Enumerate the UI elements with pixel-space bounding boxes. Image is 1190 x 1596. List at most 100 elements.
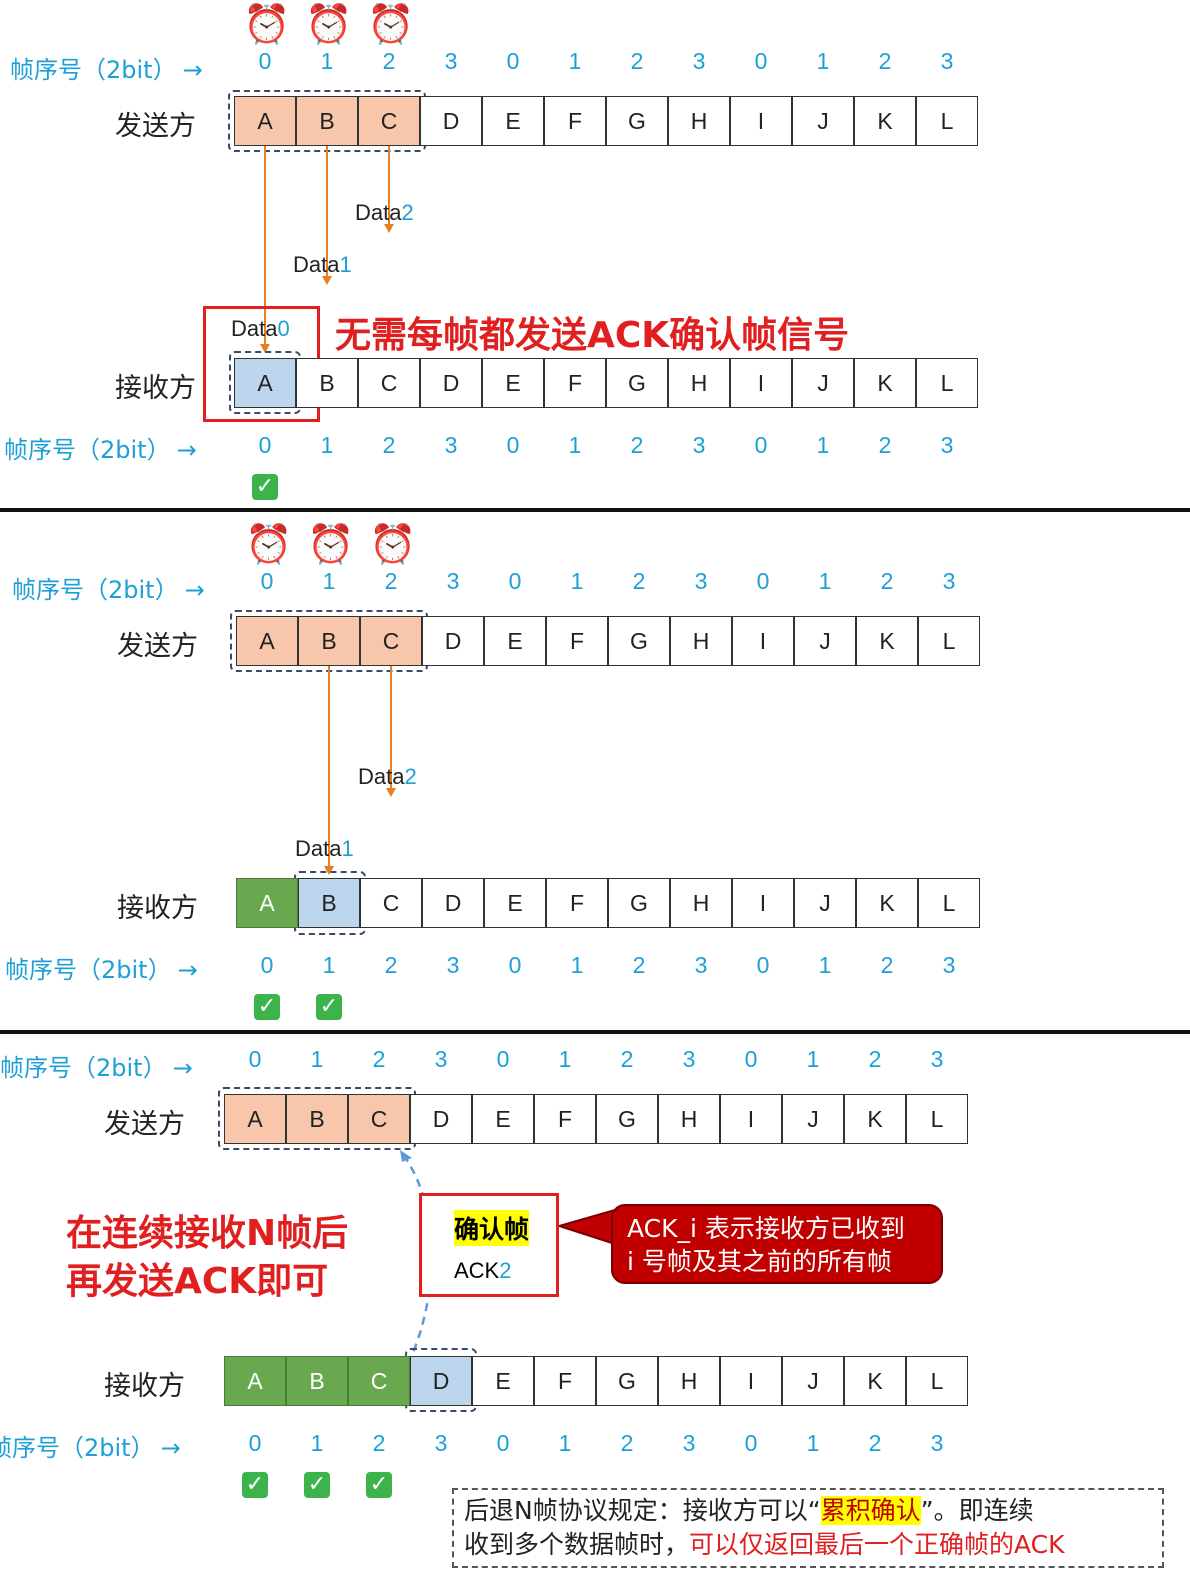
- panel3-title-line2: 再发送ACK即可: [66, 1261, 329, 1302]
- seq-number: 3: [694, 568, 708, 594]
- note-text: ”。即连续: [920, 1496, 1034, 1525]
- panel3-title-line1: 在连续接收N帧后: [66, 1213, 349, 1254]
- data2-arrowhead-icon: [386, 788, 396, 797]
- seq-number: 0: [258, 432, 272, 458]
- frame-cell: B: [296, 358, 358, 408]
- frame-cell: K: [856, 616, 918, 666]
- seq-label-text: 帧序号（2bit）: [5, 956, 172, 984]
- seq-number: 2: [632, 952, 646, 978]
- note-line2: 收到多个数据帧时，可以仅返回最后一个正确帧的ACK: [464, 1528, 1152, 1562]
- seq-number: 1: [568, 48, 582, 74]
- seq-number: 2: [372, 1430, 386, 1456]
- seq-number: 3: [446, 568, 460, 594]
- frame-cell: D: [422, 878, 484, 928]
- frame-cell: H: [658, 1094, 720, 1144]
- seq-number: 0: [506, 48, 520, 74]
- panel-2: ⏰ ⏰ ⏰ 帧序号（2bit）→ 发送方 Data2 Data1 接收方 帧序号…: [5, 522, 428, 1020]
- seq-label-text: 帧序号（2bit）: [4, 436, 171, 464]
- seq-number: 1: [818, 568, 832, 594]
- data-label-num: 1: [341, 836, 354, 861]
- frame-cell: E: [482, 96, 544, 146]
- frame-cell: G: [596, 1356, 658, 1406]
- frame-cell: E: [482, 358, 544, 408]
- seq-number: 2: [620, 1046, 634, 1072]
- seq-number: 2: [880, 568, 894, 594]
- callout-line2: i 号帧及其之前的所有帧: [627, 1247, 892, 1276]
- frame-cell: F: [544, 358, 606, 408]
- seq-number: 2: [878, 432, 892, 458]
- ack-frame-title: 确认帧: [454, 1210, 530, 1246]
- frame-cell: J: [782, 1094, 844, 1144]
- seq-number: 0: [756, 952, 770, 978]
- timer-clock-icon: ⏰: [245, 522, 293, 566]
- frame-cell: H: [668, 96, 730, 146]
- frame-cell: L: [916, 358, 978, 408]
- seq-number: 3: [940, 432, 954, 458]
- frame-cell: A: [224, 1356, 286, 1406]
- seq-number: 1: [806, 1430, 820, 1456]
- frame-cell: D: [420, 358, 482, 408]
- frame-cell: L: [918, 878, 980, 928]
- frame-cell: B: [298, 878, 360, 928]
- right-arrow-icon: →: [172, 1054, 193, 1082]
- right-arrow-icon: →: [184, 576, 205, 604]
- seq-number: 3: [444, 48, 458, 74]
- panel1-title: 无需每帧都发送ACK确认帧信号: [335, 315, 850, 356]
- frame-cell: A: [234, 96, 296, 146]
- data-label-text: Data: [231, 316, 278, 341]
- ack-frame-box: 确认帧 ACK2: [419, 1193, 559, 1297]
- data-label-num: 2: [404, 764, 417, 789]
- callout-pointer: [559, 1208, 616, 1246]
- frame-cell: K: [856, 878, 918, 928]
- data0-arrow-line: [264, 146, 266, 346]
- frame-cell: C: [348, 1094, 410, 1144]
- right-arrow-icon: →: [177, 956, 198, 984]
- seq-number: 0: [248, 1430, 262, 1456]
- sender-seq-label: 帧序号（2bit）→: [0, 1048, 193, 1083]
- seq-number: 2: [868, 1046, 882, 1072]
- data-label-text: Data: [293, 252, 340, 277]
- seq-number: 0: [260, 568, 274, 594]
- seq-number: 1: [320, 432, 334, 458]
- frame-cell: J: [794, 616, 856, 666]
- seq-number: 3: [942, 568, 956, 594]
- frame-cell: E: [484, 616, 546, 666]
- frame-cell: E: [472, 1356, 534, 1406]
- check-icon: ✓: [316, 994, 342, 1020]
- frame-cell: C: [360, 878, 422, 928]
- frame-cell: D: [410, 1094, 472, 1144]
- data2-arrow-line: [390, 666, 392, 790]
- frame-cell: K: [844, 1094, 906, 1144]
- frame-cell: J: [794, 878, 856, 928]
- data1-label: Data1: [293, 252, 352, 278]
- receiver-seq-label: 帧序号（2bit）→: [4, 430, 197, 465]
- frame-cell: L: [906, 1094, 968, 1144]
- frame-cell: B: [296, 96, 358, 146]
- data1-arrowhead-icon: [324, 866, 334, 875]
- panel-divider: [0, 1030, 1190, 1034]
- frame-cell: G: [596, 1094, 658, 1144]
- frame-cell: H: [670, 616, 732, 666]
- frame-cell: A: [236, 878, 298, 928]
- sender-seq-label: 帧序号（2bit）→: [12, 570, 205, 605]
- data2-arrowhead-icon: [384, 224, 394, 233]
- ack-frame-value: ACK2: [454, 1258, 512, 1284]
- data1-label: Data1: [295, 836, 354, 862]
- frame-cell: L: [906, 1356, 968, 1406]
- seq-number: 0: [248, 1046, 262, 1072]
- frame-cell: A: [224, 1094, 286, 1144]
- data0-arrowhead-icon: [260, 344, 270, 353]
- right-arrow-icon: →: [182, 56, 203, 84]
- receiver-seq-label: 帧序号（2bit）→: [0, 1428, 181, 1463]
- sender-seq-label: 帧序号（2bit）→: [10, 50, 203, 85]
- frame-cell: C: [358, 96, 420, 146]
- data-label-text: Data: [358, 764, 405, 789]
- seq-number: 2: [382, 432, 396, 458]
- seq-number: 3: [692, 432, 706, 458]
- seq-number: 0: [756, 568, 770, 594]
- frame-cell: H: [658, 1356, 720, 1406]
- frame-cell: I: [720, 1356, 782, 1406]
- seq-number: 0: [754, 48, 768, 74]
- frame-cell: G: [608, 878, 670, 928]
